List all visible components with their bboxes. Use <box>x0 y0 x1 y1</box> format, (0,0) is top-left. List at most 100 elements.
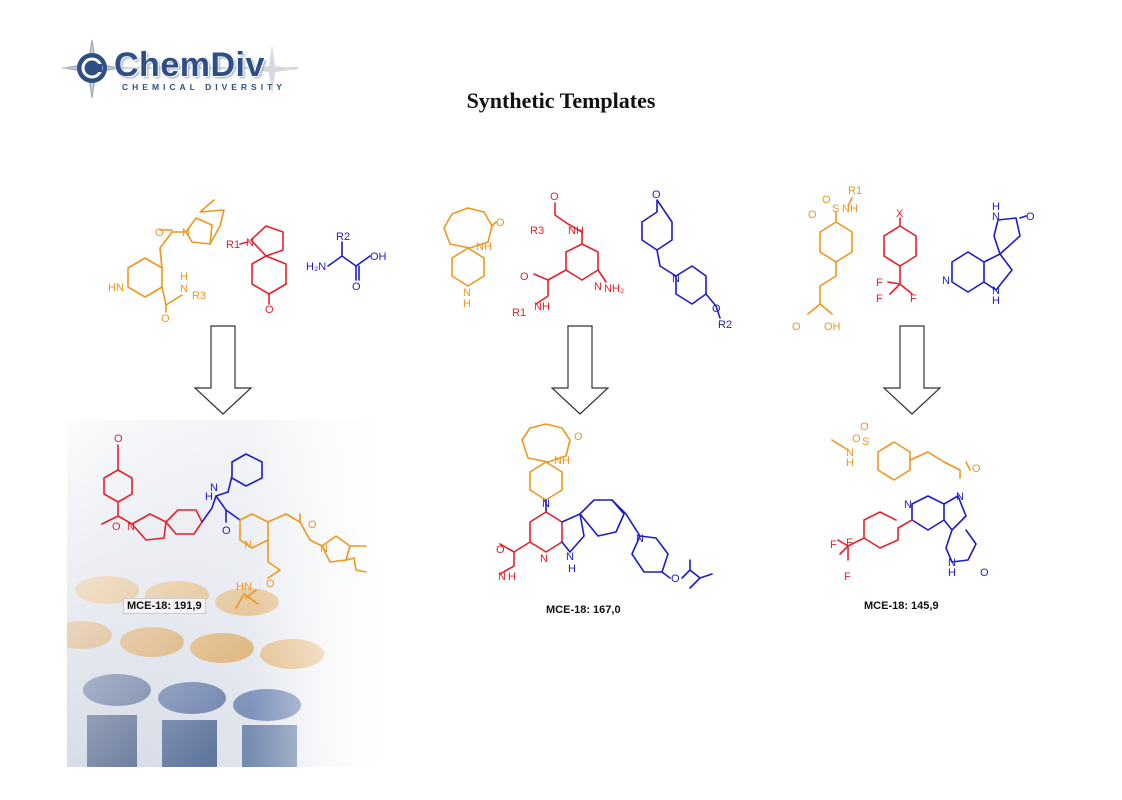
t2b3-label-3: R2 <box>718 319 732 331</box>
t1p-label-9: O <box>266 578 275 590</box>
template-3-block-1: O S O R1 NH O OH <box>792 185 862 333</box>
t3b1-label-6: OH <box>824 321 841 333</box>
t2b1-label-2: N <box>463 287 471 299</box>
logo-tagline: CHEMICAL DIVERSITY <box>122 82 286 92</box>
t3b2-label-2: F <box>876 293 883 305</box>
logo-brand: ChemDiv <box>114 46 265 84</box>
t3b2-label-3: F <box>910 293 917 305</box>
t3p-label-7: N <box>904 499 912 511</box>
t2b1-label-0: O <box>496 217 505 229</box>
t2p-label-3: O <box>496 544 505 556</box>
template-1-product: O O N H N O N O N O HN <box>101 433 367 599</box>
template-3-block-3: H N O N N H <box>942 201 1035 307</box>
t3b3-label-0: H <box>992 201 1000 213</box>
t1b1-label-0: O <box>155 227 164 239</box>
t3p-label-10: F <box>844 571 851 583</box>
t1b1-label-2: HN <box>108 282 124 294</box>
t1p-label-4: N <box>210 482 218 494</box>
t3b1-label-3: R1 <box>848 185 862 197</box>
t1p-label-1: O <box>112 521 121 533</box>
t3p-label-1: S <box>862 436 869 448</box>
t2p-label-5: H <box>508 571 516 583</box>
t2b2-label-4: NH₂ <box>604 283 624 295</box>
t3b3-label-5: H <box>992 295 1000 307</box>
t3p-label-5: O <box>972 463 981 475</box>
t1b3-label-1: H₂N <box>306 261 326 273</box>
t3b1-label-2: O <box>808 209 817 221</box>
t3b3-label-3: N <box>942 275 950 287</box>
t3b1-label-4: NH <box>842 203 858 215</box>
t2p-label-7: N <box>566 551 574 563</box>
t3b2-label-1: F <box>876 277 883 289</box>
t1b1-label-6: R3 <box>192 290 206 302</box>
t3b3-label-1: N <box>992 211 1000 223</box>
t3p-label-13: O <box>980 567 989 579</box>
t2p-label-10: O <box>671 573 680 585</box>
t3b1-label-0: O <box>822 194 831 206</box>
t3p-label-6: N <box>956 491 964 503</box>
t2p-label-4: N <box>498 571 506 583</box>
score-template-3: MCE-18: 145,9 <box>864 600 939 612</box>
t2p-label-1: NH <box>554 455 570 467</box>
t2b1-label-3: H <box>463 298 471 310</box>
template-2-product: O NH N O N H N N H N O <box>496 423 713 589</box>
t1b3-label-0: R2 <box>336 231 350 243</box>
t2p-label-0: O <box>574 431 583 443</box>
reaction-arrow-2 <box>550 325 610 415</box>
template-2-block-3: O N O R2 <box>641 189 732 331</box>
t3b1-label-1: S <box>832 203 839 215</box>
t2b2-label-7: NH <box>534 301 550 313</box>
t2b3-label-1: N <box>672 273 680 285</box>
t2b2-label-0: O <box>550 191 559 203</box>
score-template-2: MCE-18: 167,0 <box>546 604 621 616</box>
t1b2-label-2: O <box>265 304 274 316</box>
t2b1-label-1: NH <box>476 241 492 253</box>
t3p-label-9: F <box>846 537 853 549</box>
template-1-block-3: R2 H₂N O OH <box>306 231 387 293</box>
t1b1-label-5: N <box>180 283 188 295</box>
t1b1-label-3: O <box>161 313 170 325</box>
t1p-label-8: N <box>320 543 328 555</box>
t3p-label-4: H <box>846 457 854 469</box>
t1p-isopropyl <box>235 593 259 609</box>
t2b2-label-2: NH <box>568 225 584 237</box>
t1b1-label-1: N <box>182 227 190 239</box>
t2b3-label-0: O <box>652 189 661 201</box>
t3p-label-12: H <box>948 567 956 579</box>
t3b3-label-4: N <box>992 285 1000 297</box>
t1p-label-5: O <box>222 525 231 537</box>
t2b2-label-3: N <box>594 281 602 293</box>
t3b2-label-0: X <box>896 208 904 220</box>
template-2-block-1: O NH N H <box>443 207 505 310</box>
page-title: Synthetic Templates <box>466 88 656 113</box>
template-2-block-2: O R3 NH N NH₂ O R1 NH <box>512 191 624 319</box>
t1p-label-0: O <box>114 433 123 445</box>
template-1-block-2: R1 N O <box>226 225 287 316</box>
t3p-label-11: N <box>948 557 956 569</box>
template-3-product: O S O N H O N N F F F N H O <box>830 421 989 583</box>
t2p-label-2: N <box>542 498 550 510</box>
t2b2-label-1: R3 <box>530 225 544 237</box>
t1b2-label-1: N <box>246 237 254 249</box>
score-template-1: MCE-18: 191,9 <box>123 598 206 614</box>
t3b1-label-5: O <box>792 321 801 333</box>
t1b2-label-0: R1 <box>226 239 240 251</box>
t2b2-label-5: O <box>520 271 529 283</box>
t2p-label-9: N <box>636 533 644 545</box>
t1b3-label-2: O <box>352 281 361 293</box>
t2p-label-8: H <box>568 563 576 575</box>
t3p-label-0: O <box>860 421 869 433</box>
reaction-arrow-1 <box>193 325 253 415</box>
template-1-block-1: O N HN O H N R3 <box>108 199 225 325</box>
t1p-label-3: H <box>205 491 213 503</box>
t1p-label-10: HN <box>236 581 252 593</box>
t1b3-label-3: OH <box>370 251 387 263</box>
t3p-label-3: N <box>846 447 854 459</box>
reaction-arrow-3 <box>882 325 942 415</box>
t2p-label-6: N <box>540 553 548 565</box>
t1p-label-7: O <box>308 519 317 531</box>
logo-star-icon <box>62 39 298 99</box>
t3b3-label-2: O <box>1026 211 1035 223</box>
t1p-label-2: N <box>127 521 135 533</box>
